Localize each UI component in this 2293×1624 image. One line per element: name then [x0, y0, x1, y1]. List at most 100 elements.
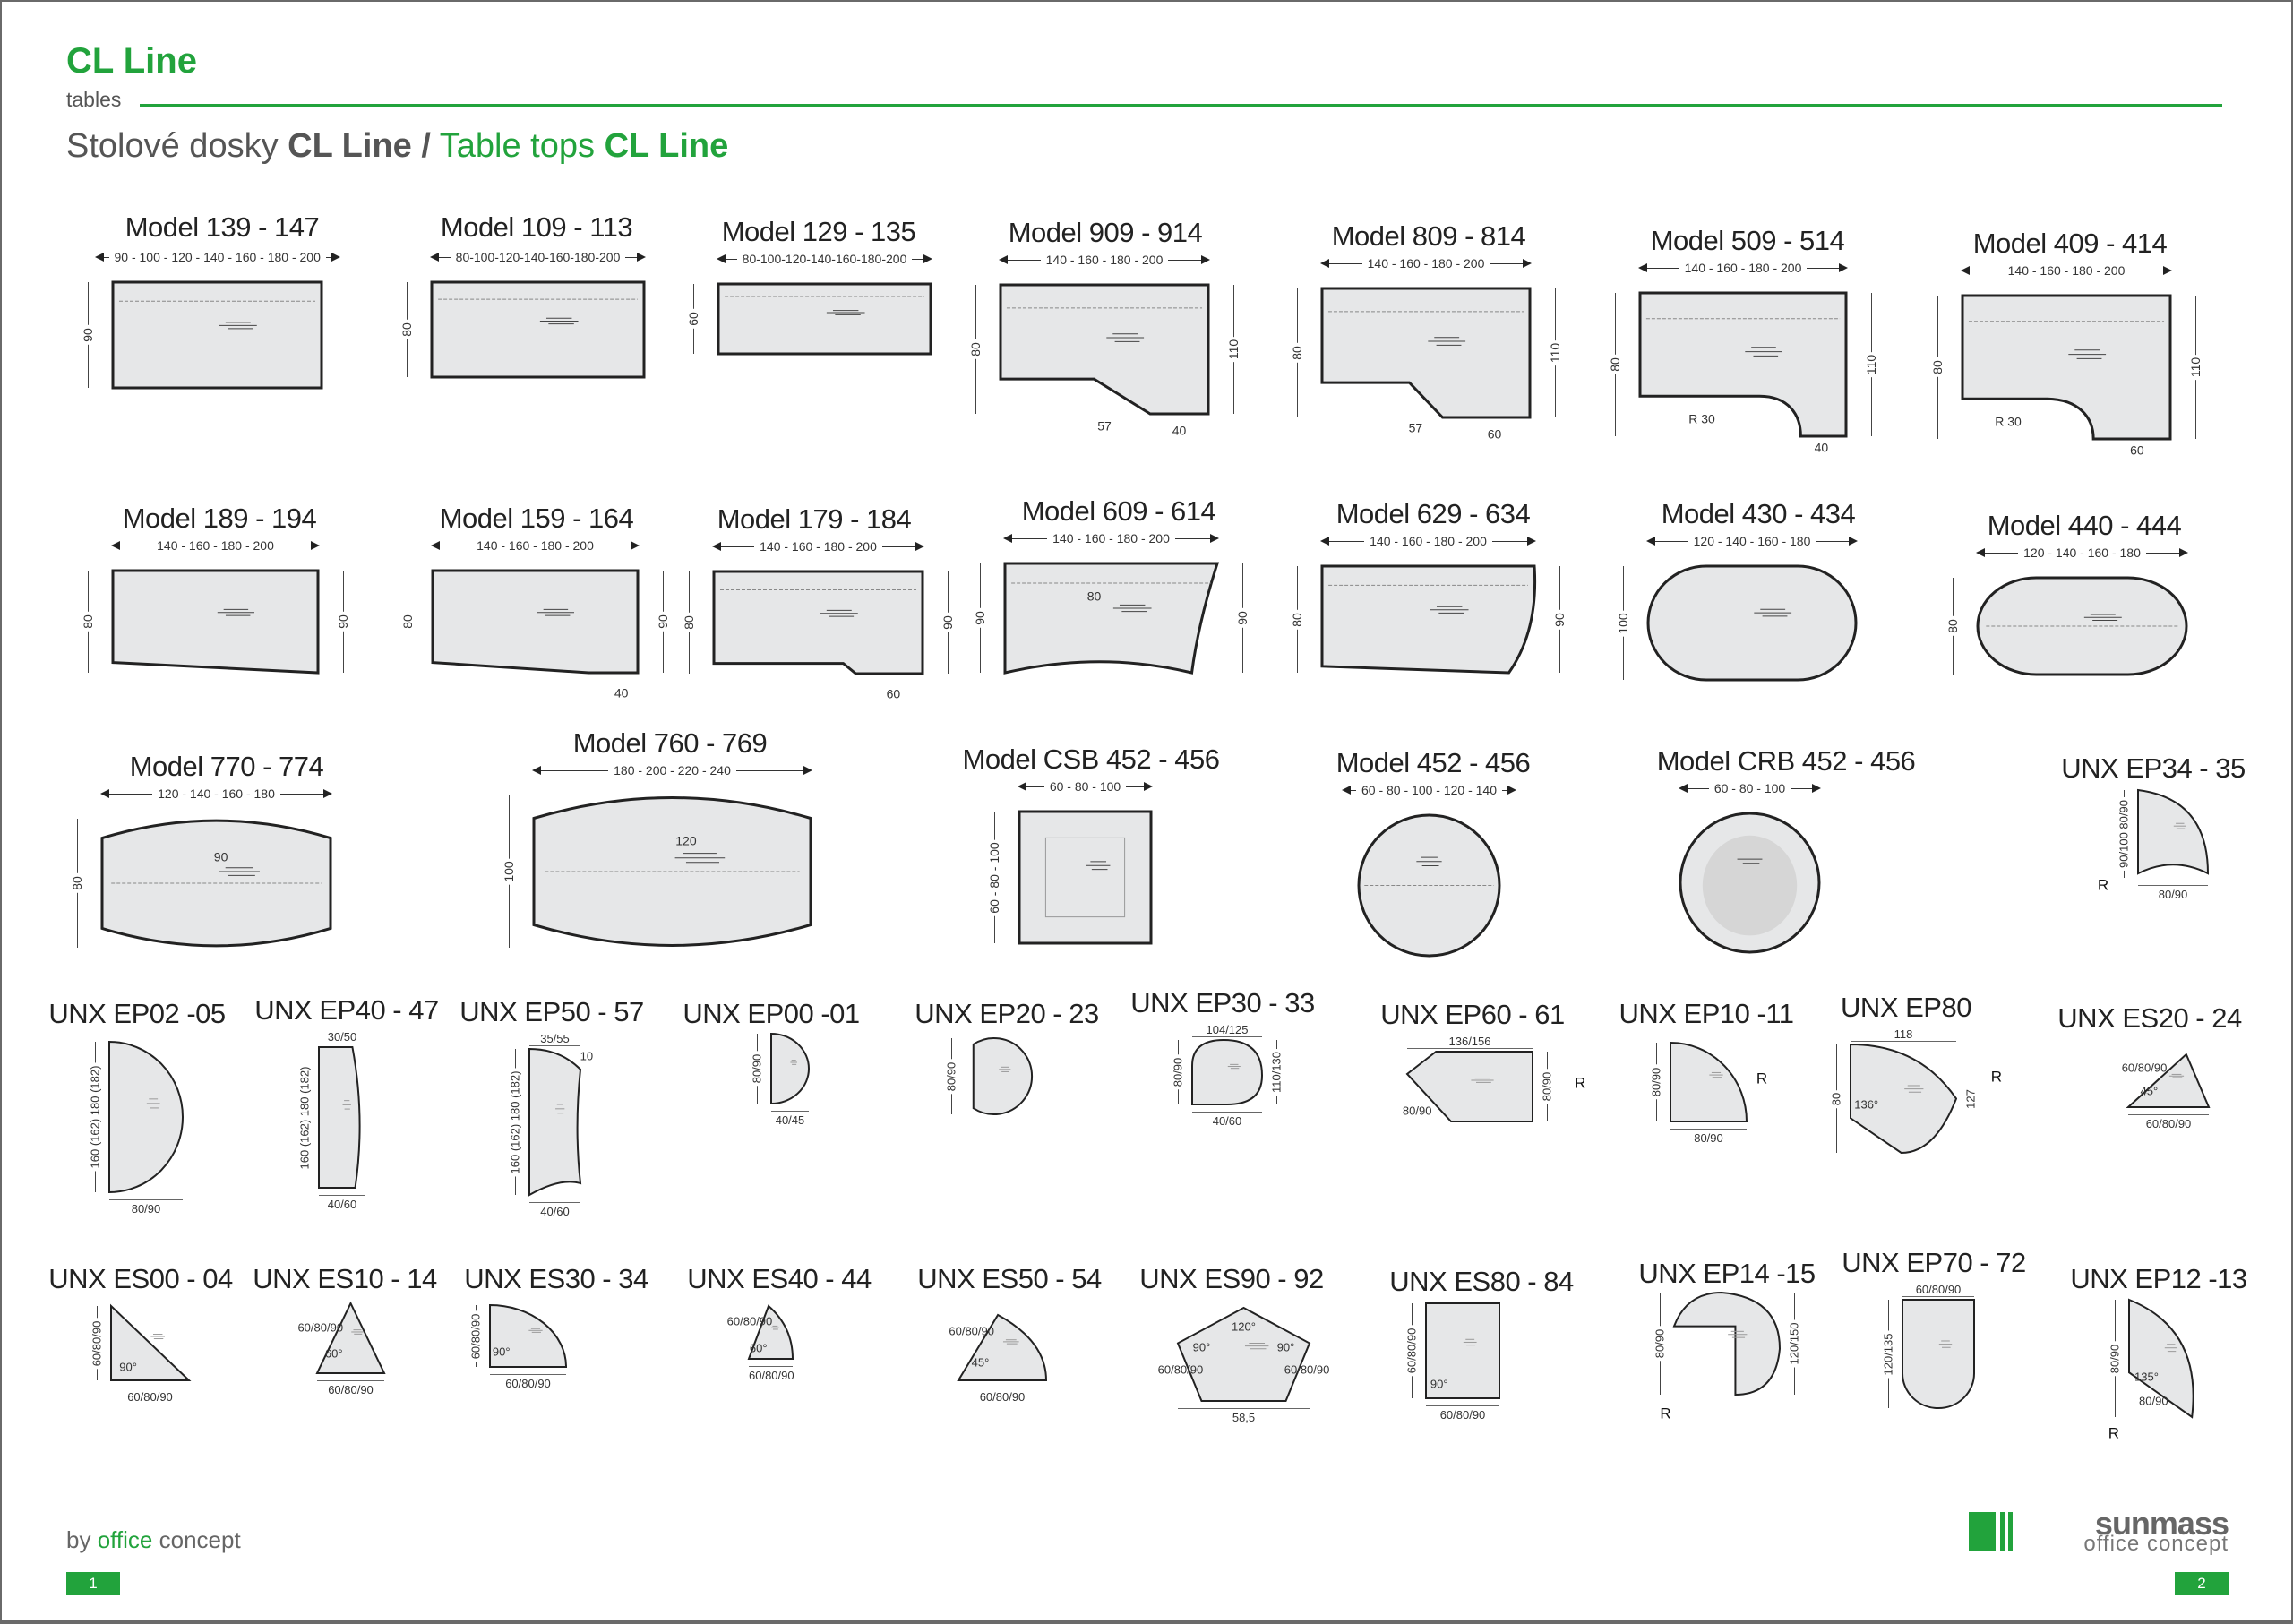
footer-byline: by office concept — [66, 1526, 241, 1554]
dim-bottom-label: 80/90 — [1670, 1129, 1747, 1145]
shape-outline — [714, 571, 923, 674]
r-marker: R — [2097, 876, 2109, 894]
dim-width-label: 120 - 140 - 160 - 180 — [2023, 546, 2141, 560]
item-title: UNX EP02 -05 — [48, 998, 226, 1029]
dim-width: 120 - 140 - 160 - 180 — [1646, 534, 1858, 548]
dim-arrow-left — [430, 252, 451, 262]
dim-arrow-left — [1002, 533, 1048, 543]
shape-outline — [1019, 812, 1151, 943]
shape-outline — [718, 284, 931, 354]
dim-extra-label: R 30 — [1688, 411, 1715, 426]
item-title: Model 440 - 444 — [1987, 510, 2182, 541]
shape-outline — [1648, 566, 1856, 680]
logo-bar — [1969, 1512, 1996, 1551]
shape-outline — [749, 1306, 793, 1359]
table-top-shape-lrad — [1640, 293, 1846, 436]
dim-left-label: 80 — [1945, 616, 1960, 636]
table-top-shape-lcut2 — [1322, 288, 1530, 417]
dim-right-label: 90 — [656, 612, 670, 632]
item-title: Model CRB 452 - 456 — [1656, 745, 1916, 777]
item-title: UNX EP50 - 57 — [459, 996, 644, 1027]
shape-outline — [1978, 578, 2186, 675]
dim-width: 35/55 — [529, 1032, 580, 1046]
dim-width-label: 80-100-120-140-160-180-200 — [455, 250, 621, 264]
item-title: UNX ES10 - 14 — [253, 1263, 437, 1294]
dim-width-label: 140 - 160 - 180 - 200 — [1367, 256, 1485, 271]
dim-extra-label: 80/90 — [1402, 1104, 1432, 1118]
table-top-shape-half — [771, 1034, 809, 1104]
dim-bottom-label: 60/80/90 — [2128, 1114, 2209, 1130]
dim-extra-label: 80/90 — [2139, 1394, 2168, 1408]
dim-bottom-label: 60/80/90 — [111, 1388, 189, 1404]
table-top-shape-wave — [1005, 563, 1217, 673]
dim-right-label: 127 — [1963, 1086, 1978, 1112]
table-top-shape-hexcut — [1407, 1052, 1533, 1121]
dim-extra-label: 136° — [1854, 1097, 1879, 1112]
table-top-shape-tri45 — [2128, 1054, 2209, 1107]
item-title: UNX EP30 - 33 — [1130, 987, 1315, 1018]
dim-arrow-right — [1502, 785, 1516, 795]
shape-outline — [534, 798, 811, 946]
dim-width: 60 - 80 - 100 — [1018, 779, 1153, 794]
dim-width: 104/125 — [1192, 1023, 1262, 1037]
dim-right-label: 90 — [336, 612, 350, 632]
item-title: Model 760 - 769 — [572, 727, 768, 759]
dim-width: 60 - 80 - 100 — [1679, 781, 1821, 795]
item-title: Model 629 - 634 — [1335, 498, 1531, 529]
dim-width: 136/156 — [1407, 1035, 1533, 1049]
dim-extra-label: 10 — [580, 1049, 594, 1063]
inner-disc — [1702, 835, 1798, 936]
dim-extra-label: 40 — [1814, 440, 1829, 455]
dim-left-label: 80 — [81, 612, 95, 632]
by-text: by — [66, 1526, 91, 1553]
table-top-shape-concave — [529, 1049, 580, 1195]
dim-arrow-right — [279, 788, 333, 798]
table-top-shape-half — [109, 1042, 183, 1192]
table-top-shape-ushape — [1902, 1300, 1974, 1408]
table-top-shape-lcut — [1001, 285, 1208, 414]
table-top-shape-circle2 — [1680, 813, 1819, 952]
dim-arrow-left — [1319, 536, 1365, 546]
table-top-shape-trap2 — [433, 571, 638, 673]
dim-arrow-right — [1791, 783, 1821, 793]
dim-width: 140 - 160 - 180 - 200 — [1638, 261, 1848, 275]
dim-width-label: 35/55 — [540, 1032, 570, 1045]
dim-width-label: 140 - 160 - 180 - 200 — [1684, 261, 1802, 275]
dim-left-label: 80 — [399, 320, 414, 339]
table-top-shape-quarter — [490, 1305, 566, 1367]
item-title: UNX EP14 -15 — [1638, 1258, 1816, 1289]
shape-outline — [111, 1306, 189, 1380]
dim-left-label: 80 — [1930, 357, 1945, 377]
dim-left-label: 80 — [1290, 343, 1304, 363]
dim-arrow-right — [1174, 533, 1220, 543]
table-top-shape-bulge — [319, 1047, 365, 1188]
table-top-shape-fan — [1851, 1044, 1956, 1153]
table-top-shape-pill — [1648, 566, 1856, 680]
table-top-shape-trap — [113, 571, 318, 673]
dim-arrow-left — [711, 541, 755, 551]
dim-right-label: 110 — [1226, 336, 1241, 363]
item-title: UNX EP80 — [1841, 992, 1971, 1023]
item-title: Model 430 - 434 — [1661, 498, 1856, 529]
dim-arrow-left — [94, 252, 109, 262]
dim-extra-label: 45° — [971, 1355, 990, 1370]
item-title: UNX EP12 -13 — [2070, 1263, 2247, 1294]
dim-extra-label: 57 — [1408, 420, 1423, 435]
dim-left-label: 120/135 — [1881, 1330, 1895, 1378]
shape-outline — [1178, 1308, 1310, 1401]
dim-left-label: 80 — [682, 613, 696, 632]
shape-outline — [2138, 790, 2208, 873]
item-title: UNX EP20 - 23 — [915, 998, 1099, 1029]
shape-outline — [1426, 1303, 1499, 1398]
table-top-shape-dcircle — [966, 1038, 1031, 1114]
dim-width-label: 60/80/90 — [1915, 1283, 1962, 1296]
by-office: office — [97, 1526, 153, 1553]
shape-outline — [1322, 288, 1530, 417]
dim-width: 60/80/90 — [1902, 1283, 1974, 1297]
logo-bar — [2008, 1512, 2013, 1551]
dim-left-label: 80/90 — [944, 1059, 958, 1094]
table-top-shape-lrad2 — [1962, 296, 2170, 439]
heading-sk: Stolové dosky — [66, 127, 279, 165]
shape-outline — [1192, 1040, 1262, 1104]
dim-extra-label: 57 — [1097, 418, 1112, 434]
